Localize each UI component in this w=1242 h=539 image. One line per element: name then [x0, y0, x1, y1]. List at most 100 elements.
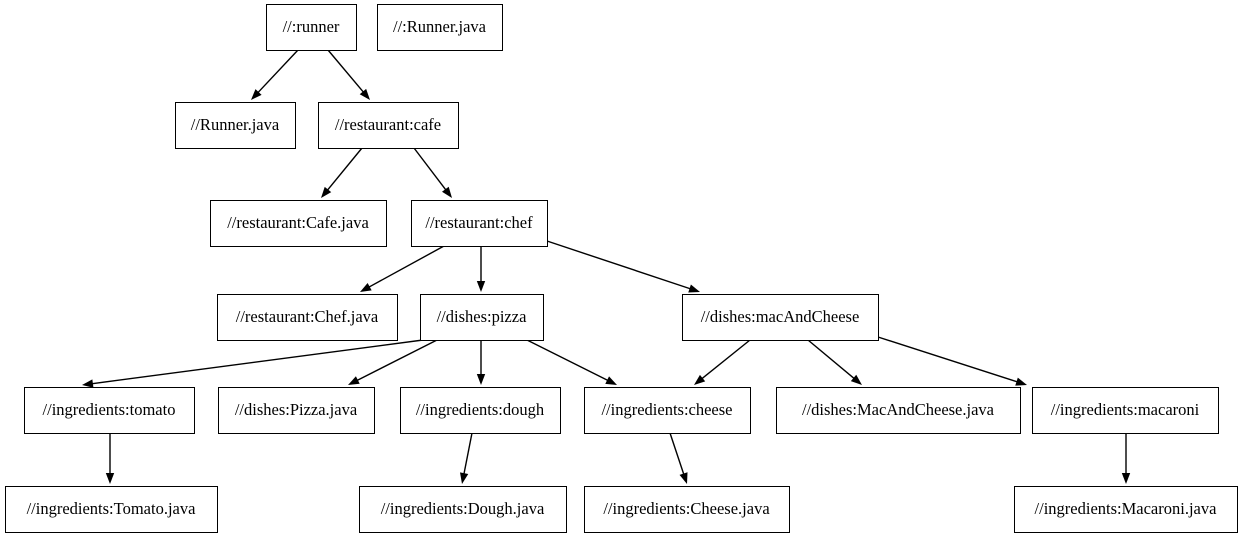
graph-node-root_runner_java[interactable]: //:Runner.java [376, 3, 504, 52]
graph-node-dishes_mac[interactable]: //dishes:macAndCheese [681, 293, 880, 342]
node-box[interactable] [583, 386, 752, 435]
graph-node-runner_java[interactable]: //Runner.java [174, 101, 297, 150]
edge-arrowhead-icon [850, 374, 862, 385]
node-label: //dishes:Pizza.java [235, 400, 358, 419]
edge-arrowhead-icon [360, 283, 372, 292]
node-box[interactable] [1031, 386, 1220, 435]
graph-node-restaurant_cafe[interactable]: //restaurant:cafe [317, 101, 460, 150]
edge-arrowhead-icon [321, 186, 332, 198]
graph-node-dough_java[interactable]: //ingredients:Dough.java [358, 485, 568, 534]
graph-edge [694, 339, 751, 385]
edge-arrowhead-icon [1015, 377, 1027, 386]
node-label: //dishes:MacAndCheese.java [802, 400, 995, 419]
edge-arrowhead-icon [679, 472, 688, 484]
graph-node-ing_cheese[interactable]: //ingredients:cheese [583, 386, 752, 435]
node-label: //ingredients:cheese [601, 400, 732, 419]
edge-arrowhead-icon [459, 472, 469, 484]
edge-arrowhead-icon [476, 281, 486, 292]
nodes-layer: //:runner //:Runner.java //Runner.java //re… [4, 3, 1239, 534]
graph-node-dishes_pizza[interactable]: //dishes:pizza [419, 293, 545, 342]
node-box[interactable] [1013, 485, 1239, 534]
edges-layer [82, 49, 1131, 484]
graph-edge [1121, 433, 1131, 484]
edge-arrowhead-icon [442, 186, 452, 198]
graph-node-chef_java[interactable]: //restaurant:Chef.java [216, 293, 399, 342]
edge-line [526, 339, 609, 382]
graph-node-ing_dough[interactable]: //ingredients:dough [399, 386, 562, 435]
graph-edge [459, 432, 473, 484]
node-label: //ingredients:Macaroni.java [1035, 499, 1218, 518]
edge-arrowhead-icon [348, 376, 360, 385]
node-box[interactable] [23, 386, 196, 435]
graph-edge [476, 246, 486, 292]
node-box[interactable] [583, 485, 791, 534]
edge-arrowhead-icon [688, 284, 700, 293]
graph-edge [348, 339, 438, 385]
graph-edge [413, 147, 452, 198]
node-box[interactable] [174, 101, 297, 150]
edge-line [356, 339, 438, 382]
node-box[interactable] [358, 485, 568, 534]
node-label: //ingredients:macaroni [1051, 400, 1200, 419]
node-label: //ingredients:dough [416, 400, 545, 419]
graph-node-mac_java[interactable]: //dishes:MacAndCheese.java [775, 386, 1022, 435]
edge-line [669, 432, 685, 476]
edge-line [367, 245, 445, 289]
node-box[interactable] [775, 386, 1022, 435]
edge-arrowhead-icon [251, 89, 262, 100]
graph-node-macaroni_java[interactable]: //ingredients:Macaroni.java [1013, 485, 1239, 534]
graph-node-runner[interactable]: //:runner [265, 3, 358, 52]
node-label: //restaurant:Cafe.java [227, 213, 369, 232]
node-box[interactable] [265, 3, 358, 52]
node-label: //ingredients:Cheese.java [603, 499, 770, 518]
node-box[interactable] [209, 199, 388, 248]
edge-line [546, 240, 692, 290]
edge-line [326, 147, 363, 192]
graph-node-ing_tomato[interactable]: //ingredients:tomato [23, 386, 196, 435]
graph-node-cheese_java[interactable]: //ingredients:Cheese.java [583, 485, 791, 534]
graph-node-pizza_java[interactable]: //dishes:Pizza.java [217, 386, 376, 435]
graph-edge [105, 433, 115, 484]
edge-arrowhead-icon [1121, 473, 1131, 484]
node-label: //restaurant:Chef.java [236, 307, 379, 326]
edge-arrowhead-icon [605, 376, 617, 385]
edge-line [877, 336, 1019, 383]
node-box[interactable] [410, 199, 549, 248]
node-box[interactable] [419, 293, 545, 342]
graph-edge [360, 245, 445, 292]
node-box[interactable] [399, 386, 562, 435]
edge-line [91, 339, 424, 385]
edge-line [700, 339, 751, 380]
graph-node-ing_macaroni[interactable]: //ingredients:macaroni [1031, 386, 1220, 435]
node-box[interactable] [317, 101, 460, 150]
graph-edge [82, 339, 424, 388]
graph-edge [546, 240, 700, 293]
node-label: //:Runner.java [393, 17, 487, 36]
graph-edge [321, 147, 363, 198]
node-label: //restaurant:cafe [335, 115, 441, 134]
graph-node-restaurant_chef[interactable]: //restaurant:chef [410, 199, 549, 248]
node-label: //dishes:macAndCheese [701, 307, 860, 326]
graph-edge [877, 336, 1027, 386]
graph-edge [327, 49, 370, 100]
node-box[interactable] [216, 293, 399, 342]
node-label: //restaurant:chef [425, 213, 533, 232]
node-label: //ingredients:tomato [43, 400, 176, 419]
edge-line [413, 147, 447, 191]
edge-arrowhead-icon [694, 374, 706, 385]
graph-edge [476, 340, 486, 385]
node-box[interactable] [376, 3, 504, 52]
edge-arrowhead-icon [82, 379, 94, 388]
graph-edge [807, 339, 862, 385]
edge-line [807, 339, 856, 380]
graph-node-cafe_java[interactable]: //restaurant:Cafe.java [209, 199, 388, 248]
node-label: //ingredients:Tomato.java [27, 499, 197, 518]
node-box[interactable] [4, 485, 219, 534]
node-box[interactable] [217, 386, 376, 435]
node-label: //dishes:pizza [437, 307, 527, 326]
graph-edge [526, 339, 617, 385]
node-box[interactable] [681, 293, 880, 342]
graph-node-tomato_java[interactable]: //ingredients:Tomato.java [4, 485, 219, 534]
